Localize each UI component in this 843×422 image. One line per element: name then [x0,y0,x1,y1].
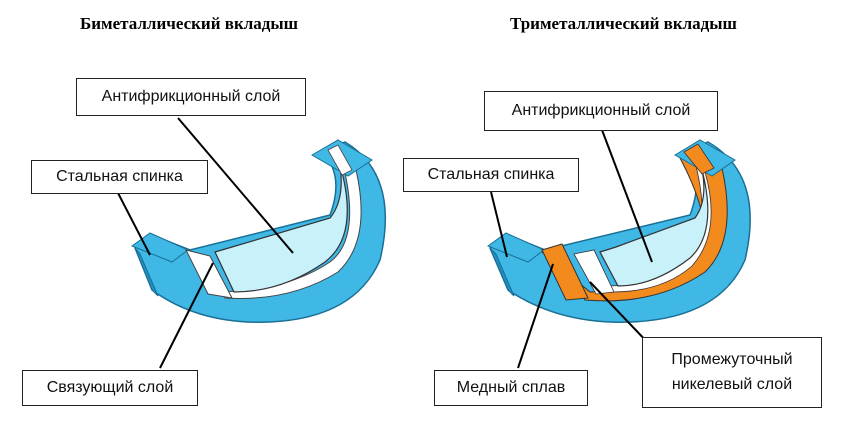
leader-left-antifriction [177,117,294,254]
left-top-face-white [327,144,353,176]
leader-right-steel [490,191,508,258]
leader-lines [117,117,653,369]
right-end-white [573,249,615,295]
leader-left-steel [117,192,151,256]
left-antifriction-layer [214,164,348,293]
leader-left-bonding [159,262,214,369]
label-right-nickel-line1: Промежуточный [671,350,793,368]
label-right-steel: Стальная спинка [403,158,579,192]
label-right-copper: Медный сплав [434,370,588,406]
right-top-copper [683,143,715,175]
right-end-copper [541,243,589,301]
right-steel-side [489,247,515,297]
label-left-bonding: Связующий слой [22,370,198,406]
left-steel-side [134,247,159,297]
label-right-antifriction: Антифрикционный слой [484,91,718,131]
leader-right-copper [517,263,554,369]
label-right-nickel-line2: никелевый слой [671,375,793,393]
label-left-antifriction: Антифрикционный слой [76,78,306,116]
label-right-nickel: Промежуточный никелевый слой [642,337,822,408]
label-left-steel: Стальная спинка [31,160,208,194]
leader-right-antifriction [601,129,653,263]
left-end-white [185,249,233,299]
right-antifriction-layer [599,169,709,287]
title-trimetal: Триметаллический вкладыш [510,14,737,33]
leader-right-nickel [589,281,651,346]
bimetal-bearing [130,139,387,323]
title-bimetal: Биметаллический вкладыш [80,14,298,33]
